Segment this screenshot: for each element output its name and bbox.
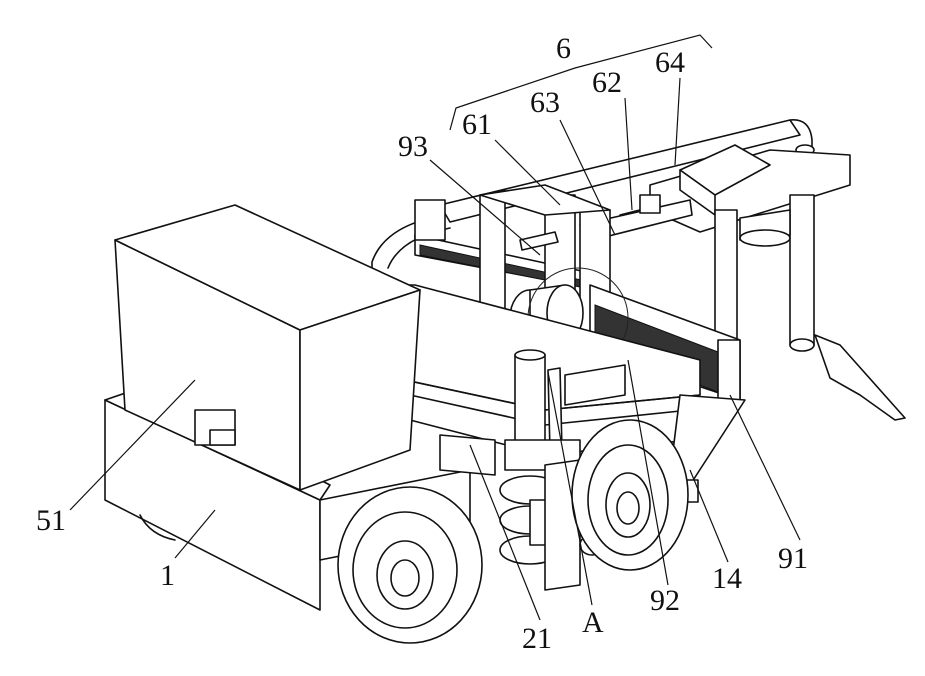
label-62: 62 xyxy=(592,66,622,99)
label-51: 51 xyxy=(36,504,66,537)
label-14: 14 xyxy=(712,562,742,595)
label-63: 63 xyxy=(530,86,560,119)
label-61: 61 xyxy=(462,108,492,141)
label-1: 1 xyxy=(160,559,175,592)
label-91: 91 xyxy=(778,542,808,575)
label-6: 6 xyxy=(556,32,571,65)
wheel-front-left xyxy=(338,487,482,643)
label-93: 93 xyxy=(398,130,428,163)
label-21: 21 xyxy=(522,622,552,655)
label-64: 64 xyxy=(655,46,685,79)
wheel-front-right xyxy=(572,420,688,570)
label-A: A xyxy=(582,606,604,639)
label-92: 92 xyxy=(650,584,680,617)
